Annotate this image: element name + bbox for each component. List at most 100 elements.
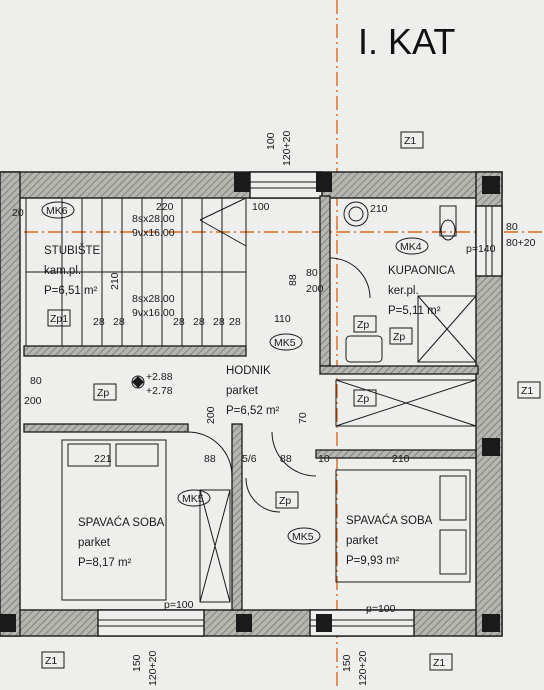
tag-mk4: MK4 — [400, 241, 422, 253]
wall-bed2-north — [315, 449, 477, 459]
dim-150-left: 150 — [131, 654, 143, 672]
tag-zp-1 — [353, 315, 377, 333]
window-dims: 100 120+20 150 120+20 150 120+20 200 70 … — [109, 131, 369, 686]
dim-200: 200 — [306, 283, 324, 295]
room-floor: parket — [346, 535, 379, 547]
dim-10: 10 — [318, 453, 330, 465]
tag-z1-br-text: Z1 — [433, 657, 445, 669]
tag-z1-right — [517, 381, 541, 399]
tread-dim: 28 — [193, 316, 205, 328]
tag-zp-4-text: Zp — [97, 387, 109, 399]
tread-dim: 28 — [113, 316, 125, 328]
tag-texts: Z1 Z1 Z1 Z1 Zp Zp Zp Zp Zp Zp1 — [45, 135, 533, 669]
room-stubiste: STUBIŠTE kam.pl. P=6,51 m² — [44, 244, 101, 297]
room-area: P=6,52 m² — [226, 405, 280, 417]
stair-lower-label: 8sx28.00 — [132, 293, 175, 305]
bed-right — [335, 469, 471, 583]
dim-120-20-left: 120+20 — [147, 651, 159, 686]
room-area: P=8,17 m² — [78, 557, 132, 569]
dim-210: 210 — [370, 203, 388, 215]
interior-walls — [23, 195, 479, 611]
tread-dim: 28 — [93, 316, 105, 328]
dim-210-right: 210 — [392, 453, 410, 465]
tag-z1-top — [400, 131, 424, 149]
dim-210-stair: 210 — [109, 272, 121, 290]
shower-tray — [417, 295, 477, 363]
wall-stair-south — [23, 345, 247, 357]
tag-zp-5 — [275, 491, 299, 509]
window-north — [249, 171, 323, 199]
tag-z1-bl-text: Z1 — [45, 655, 57, 667]
dim-120-20-top: 120+20 — [281, 131, 293, 166]
window-south-left — [97, 609, 205, 637]
room-name: KUPAONICA — [388, 265, 455, 277]
stair-upper-label-2: 9vx16.00 — [132, 227, 175, 239]
room-hodnik: HODNIK parket P=6,52 m² — [226, 365, 280, 417]
room-area: P=6,51 m² — [44, 285, 98, 297]
dim-88-right: 88 — [280, 453, 292, 465]
tread-dim: 28 — [229, 316, 241, 328]
wall-west — [0, 171, 21, 637]
tag-zp-3 — [353, 389, 377, 407]
stair-labels: 8sx28.00 9vx16.00 8sx28.00 9vx16.00 220 … — [93, 201, 241, 328]
room-name: STUBIŠTE — [44, 244, 101, 257]
tread-dim: 28 — [213, 316, 225, 328]
tag-zp-1-text: Zp — [357, 319, 369, 331]
dim-120-20-right: 120+20 — [357, 651, 369, 686]
dim-80-left: 80 — [30, 375, 42, 387]
tag-zp-3-text: Zp — [357, 393, 369, 405]
dim-side-80: 80 — [506, 221, 518, 233]
dim-p100: 100 — [252, 201, 270, 213]
tag-mk5-bed1: MK5 — [182, 493, 204, 505]
dim-200-left: 200 — [24, 395, 42, 407]
floor-title: I. KAT — [358, 21, 455, 62]
room-name: SPAVAĆA SOBA — [346, 514, 433, 527]
dim-80: 80 — [306, 267, 318, 279]
tag-zp-4 — [93, 383, 117, 401]
dim-side-80-20: 80+20 — [506, 237, 536, 249]
wall-bath-west — [319, 195, 331, 367]
dim-88-left: 88 — [204, 453, 216, 465]
tag-zp1-text: Zp1 — [50, 313, 68, 325]
tag-zp-5-text: Zp — [279, 495, 291, 507]
wall-bath-south — [319, 365, 479, 375]
tag-mk5-bed2: MK5 — [292, 531, 314, 543]
sink-round — [343, 201, 369, 227]
room-spavaca-1: SPAVAĆA SOBA parket P=8,17 m² — [78, 516, 165, 569]
dim-20: 20 — [12, 207, 24, 219]
room-floor: parket — [78, 537, 111, 549]
room-kupaonica: KUPAONICA ker.pl. P=5,11 m² — [388, 265, 455, 317]
room-name: HODNIK — [226, 365, 271, 377]
washbasin — [345, 335, 383, 363]
room-area: P=5,11 m² — [388, 305, 441, 317]
tag-mk6: MK6 — [46, 205, 68, 217]
wall-bed1-north — [23, 423, 189, 433]
room-area: P=9,93 m² — [346, 555, 400, 567]
dim-100-top: 100 — [265, 132, 277, 150]
tag-z1-top-text: Z1 — [404, 135, 416, 147]
room-floor: ker.pl. — [388, 285, 419, 297]
tag-z1-right-text: Z1 — [521, 385, 533, 397]
dim-5-6: 5/6 — [242, 453, 257, 465]
room-floor: kam.pl. — [44, 265, 81, 277]
dim-p100-left: p=100 — [164, 599, 194, 611]
room-floor: parket — [226, 385, 259, 397]
stair-width-dim: 220 — [156, 201, 174, 213]
dim-110: 110 — [274, 313, 291, 325]
bathroom-fixtures — [335, 201, 477, 427]
bed-left — [61, 439, 231, 603]
dim-200-hall: 200 — [205, 406, 217, 424]
level-lower: +2.78 — [146, 385, 173, 397]
level-marker: +2.88 +2.78 — [131, 371, 173, 397]
toilet — [439, 205, 457, 237]
tag-zp-2-text: Zp — [393, 331, 405, 343]
tag-z1-bottom-left — [41, 651, 65, 669]
stair-lower-label-2: 9vx16.00 — [132, 307, 175, 319]
level-upper: +2.88 — [146, 371, 173, 383]
dim-221: 221 — [94, 453, 112, 465]
stair-upper-label: 8sx28.00 — [132, 213, 175, 225]
room-name: SPAVAĆA SOBA — [78, 516, 165, 529]
tag-z1-bottom-right — [429, 653, 453, 671]
